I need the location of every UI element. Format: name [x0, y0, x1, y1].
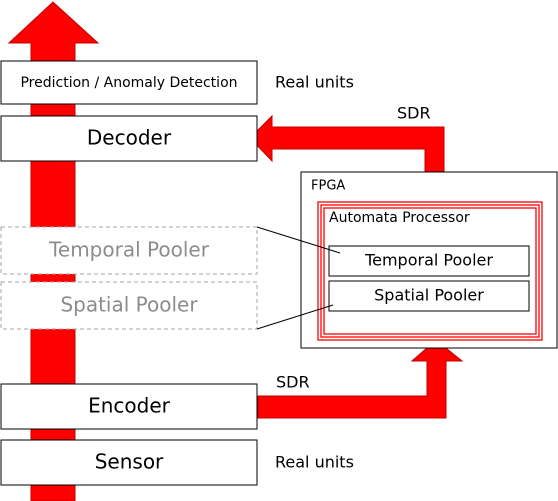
sensor-label: Sensor — [95, 450, 164, 474]
fpga-temporal-pooler-box — [328, 245, 530, 277]
automata-processor-box: Automata Processor Temporal Pooler Spati… — [317, 201, 543, 341]
encoder-label: Encoder — [88, 394, 171, 418]
sdr-bottom-label: SDR — [276, 373, 310, 392]
decoder-label: Decoder — [87, 126, 172, 150]
fpga-label: FPGA — [311, 179, 345, 194]
sdr-to-decoder-arrow — [249, 114, 445, 173]
fpga-temporal-pooler-label: Temporal Pooler — [364, 251, 493, 270]
spatial-pooler-connector — [256, 304, 334, 330]
real-units-bottom: Real units — [275, 453, 354, 472]
prediction-box: Prediction / Anomaly Detection — [0, 60, 258, 105]
temporal-pooler-connector — [256, 226, 341, 254]
real-units-top: Real units — [275, 73, 354, 92]
encoder-box: Encoder — [0, 383, 258, 430]
fpga-spatial-pooler-box — [328, 280, 530, 312]
decoder-box: Decoder — [0, 115, 258, 162]
prediction-label: Prediction / Anomaly Detection — [20, 75, 237, 91]
spatial-pooler-dashed-box: Spatial Pooler — [0, 281, 258, 330]
temporal-pooler-dashed-label: Temporal Pooler — [48, 238, 210, 262]
sdr-to-fpga-arrow — [257, 339, 464, 419]
fpga-spatial-pooler-label: Spatial Pooler — [374, 286, 484, 305]
sensor-box: Sensor — [0, 439, 258, 486]
automata-processor-label: Automata Processor — [329, 210, 470, 226]
spatial-pooler-dashed-label: Spatial Pooler — [60, 293, 198, 317]
sdr-top-label: SDR — [397, 104, 431, 123]
temporal-pooler-dashed-box: Temporal Pooler — [0, 226, 258, 275]
